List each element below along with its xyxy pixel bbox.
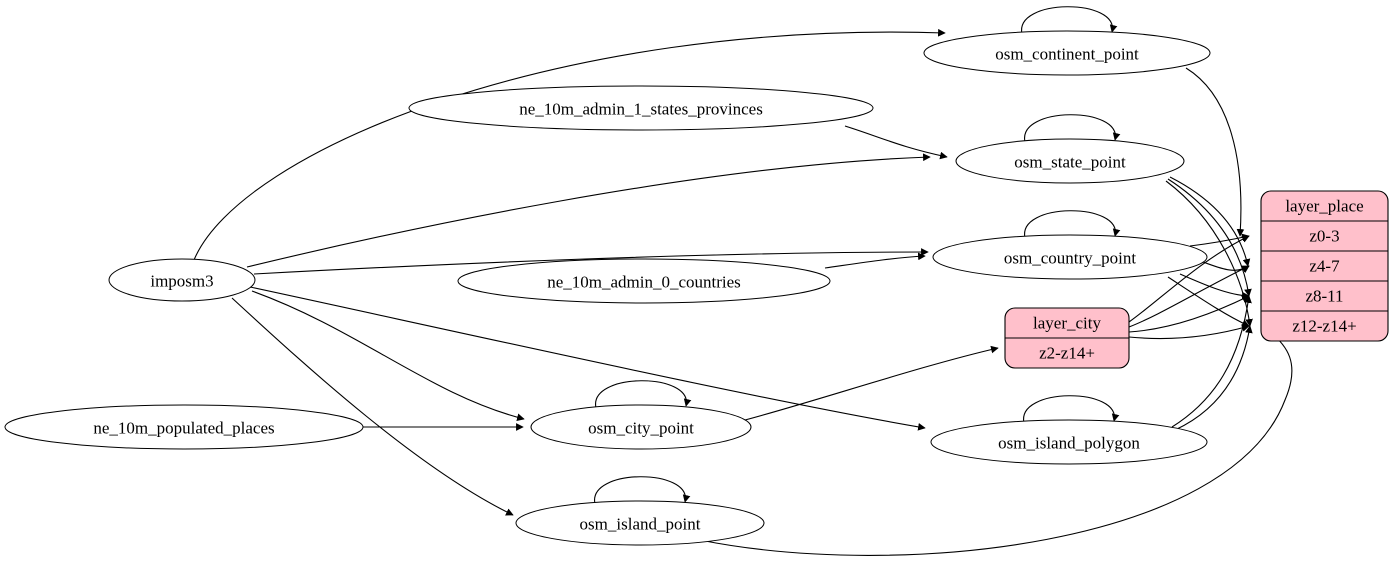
node-shape-osm_continent_point bbox=[923, 30, 1211, 76]
node-shape-osm_city_point bbox=[530, 404, 752, 450]
edge-city-z4 bbox=[1128, 265, 1250, 328]
edge-state-z8 bbox=[1167, 178, 1252, 297]
node-label-osm_city_point: osm_city_point bbox=[588, 419, 694, 438]
edge-city-z0 bbox=[1128, 235, 1250, 323]
record-title-layer_place: layer_place bbox=[1285, 197, 1363, 216]
self-loop-country bbox=[1024, 210, 1121, 239]
node-osm_island_point[interactable]: osm_island_point bbox=[515, 500, 765, 546]
edge-state-z4 bbox=[1169, 176, 1251, 267]
node-osm_island_polygon[interactable]: osm_island_polygon bbox=[930, 419, 1208, 465]
edge-island-point-z12 bbox=[699, 325, 1293, 556]
node-label-ne_states: ne_10m_admin_1_states_provinces bbox=[519, 100, 763, 119]
self-loop-continent bbox=[1021, 6, 1118, 35]
node-ne_states[interactable]: ne_10m_admin_1_states_provinces bbox=[408, 85, 874, 131]
node-osm_country_point[interactable]: osm_country_point bbox=[932, 234, 1208, 280]
node-shape-imposm3 bbox=[108, 258, 256, 302]
record-row-layer_city-0[interactable]: z2-z14+ bbox=[1039, 344, 1095, 363]
edge-country-z8 bbox=[1179, 273, 1250, 300]
record-node-layer_place[interactable]: layer_place z0-3 z4-7 z8-11 z12-z14+ bbox=[1260, 190, 1389, 342]
record-row-layer_place-3[interactable]: z12-z14+ bbox=[1292, 317, 1356, 336]
node-shape-osm_country_point bbox=[932, 234, 1208, 280]
node-layer: layer_place z0-3 z4-7 z8-11 z12-z14+ layer_ci… bbox=[4, 30, 1389, 546]
self-loop-island-point bbox=[594, 476, 691, 505]
node-osm_continent_point[interactable]: osm_continent_point bbox=[923, 30, 1211, 76]
edge-island-polygon-z12 bbox=[1174, 325, 1253, 431]
edge-imposm3-island-polygon bbox=[249, 286, 926, 431]
edge-city-z12 bbox=[1128, 324, 1250, 340]
record-row-layer_place-2[interactable]: z8-11 bbox=[1305, 287, 1343, 306]
record-box-layer_place bbox=[1260, 190, 1389, 342]
self-loop-island-polygon bbox=[1023, 395, 1120, 424]
edge-imposm3-state bbox=[246, 153, 931, 268]
edge-imposm3-continent bbox=[193, 28, 946, 261]
node-label-osm_state_point: osm_state_point bbox=[1014, 153, 1126, 172]
edge-layer bbox=[193, 6, 1293, 556]
record-title-layer_city: layer_city bbox=[1033, 314, 1101, 333]
edge-imposm3-city bbox=[251, 290, 525, 422]
record-node-layer_city[interactable]: layer_city z2-z14+ bbox=[1004, 307, 1130, 369]
edge-ne-states-state bbox=[844, 125, 948, 160]
node-osm_city_point[interactable]: osm_city_point bbox=[530, 404, 752, 450]
node-label-ne_countries: ne_10m_admin_0_countries bbox=[547, 273, 741, 292]
node-label-ne_populated: ne_10m_populated_places bbox=[93, 419, 274, 438]
node-imposm3[interactable]: imposm3 bbox=[108, 258, 256, 302]
self-loop-city bbox=[595, 380, 692, 409]
edge-imposm3-country bbox=[253, 248, 929, 275]
node-shape-ne_states bbox=[408, 85, 874, 131]
edge-osm-city-layer-city bbox=[744, 345, 999, 421]
self-loop-state bbox=[1024, 114, 1121, 143]
node-ne_countries[interactable]: ne_10m_admin_0_countries bbox=[457, 258, 831, 304]
node-shape-osm_island_polygon bbox=[930, 419, 1208, 465]
node-ne_populated[interactable]: ne_10m_populated_places bbox=[4, 404, 364, 450]
node-label-osm_continent_point: osm_continent_point bbox=[995, 45, 1139, 64]
edge-continent-z0 bbox=[1185, 67, 1245, 237]
record-row-layer_place-1[interactable]: z4-7 bbox=[1309, 257, 1340, 276]
edge-island-polygon-z8 bbox=[1171, 295, 1252, 428]
node-label-osm_island_point: osm_island_point bbox=[580, 515, 701, 534]
edge-imposm3-island-point bbox=[231, 297, 514, 516]
node-shape-ne_countries bbox=[457, 258, 831, 304]
node-shape-osm_island_point bbox=[515, 500, 765, 546]
node-label-osm_island_polygon: osm_island_polygon bbox=[998, 434, 1140, 453]
node-shape-ne_populated bbox=[4, 404, 364, 450]
node-label-osm_country_point: osm_country_point bbox=[1004, 249, 1136, 268]
node-label-imposm3: imposm3 bbox=[150, 272, 213, 291]
record-row-layer_place-0[interactable]: z0-3 bbox=[1309, 227, 1339, 246]
node-shape-osm_state_point bbox=[955, 138, 1185, 184]
node-osm_state_point[interactable]: osm_state_point bbox=[955, 138, 1185, 184]
edge-city-z8 bbox=[1128, 295, 1250, 333]
edge-ne-countries-country bbox=[824, 252, 926, 269]
